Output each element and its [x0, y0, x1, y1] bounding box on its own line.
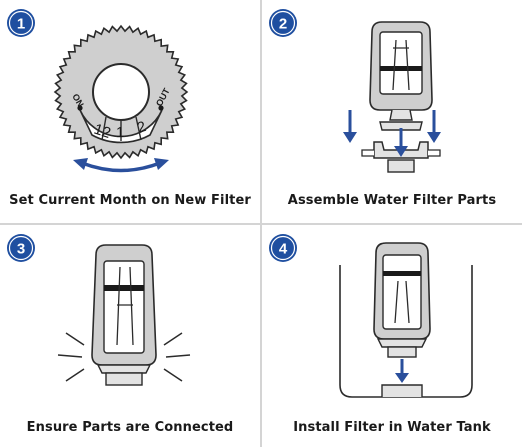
connect-spark-line [65, 368, 85, 382]
connect-spark-line [65, 332, 85, 346]
filter-band [104, 285, 144, 291]
step-1-panel: 12 1 2 ON OUT 1 Set Current Month on New… [0, 0, 260, 223]
down-arrow-right-head [427, 132, 441, 143]
step-number-badge: 4 [269, 234, 297, 262]
filter-nozzle [379, 121, 423, 131]
down-arrow-center-head [394, 146, 408, 157]
step-caption: Set Current Month on New Filter [9, 193, 251, 208]
step-caption: Assemble Water Filter Parts [287, 193, 497, 208]
dial-month-band [79, 109, 163, 144]
filter-inner-lines [394, 280, 410, 324]
filter-base-stem [105, 372, 143, 386]
rotate-arrow-right-head [154, 158, 169, 170]
dial-center-hole [92, 63, 150, 121]
down-arrow-left-head [343, 132, 357, 143]
connect-spark-line [165, 354, 191, 358]
connect-spark-line [57, 354, 83, 358]
assemble-filter-illustration [343, 21, 441, 173]
step-number-badge: 3 [7, 234, 35, 262]
rotate-arrow-curve [81, 161, 161, 173]
filter-base-stem [387, 346, 417, 358]
step-caption: Ensure Parts are Connected [26, 420, 234, 435]
step-number-badge: 2 [269, 9, 297, 37]
dial-segment-1: 1 [116, 124, 124, 141]
vertical-divider [260, 0, 262, 447]
step-2-panel: 2 Assemble Water Filter Parts [262, 0, 522, 223]
step-number: 2 [279, 16, 287, 33]
step-number: 1 [17, 16, 25, 33]
step-4-panel: 4 Install Filter in Water Tank [262, 225, 522, 447]
dial-on-dot [77, 105, 83, 111]
dial-segment-12: 12 [92, 121, 113, 142]
filter-inner-lines [116, 266, 134, 346]
filter-joint [376, 338, 428, 348]
connect-spark-line [163, 368, 183, 382]
filter-base-clips [361, 149, 441, 157]
step-number-badge: 1 [7, 9, 35, 37]
connected-filter-illustration [57, 244, 191, 386]
filter-window [379, 31, 423, 95]
filter-window [382, 254, 422, 330]
filter-window [103, 260, 145, 354]
install-filter-illustration [339, 242, 473, 398]
step-3-panel: 3 Ensure Parts are Connected [0, 225, 260, 447]
filter-dial-illustration: 12 1 2 ON OUT [53, 24, 189, 173]
down-arrow-head [395, 373, 409, 383]
connect-spark-line [163, 332, 183, 346]
step-number: 4 [279, 241, 288, 258]
segment-divider-1 [101, 116, 107, 141]
step-caption: Install Filter in Water Tank [293, 420, 491, 435]
filter-base-stem [387, 159, 415, 173]
rotate-arrow-left-head [73, 158, 88, 170]
segment-divider-3 [135, 116, 142, 141]
tank-filter-socket [381, 384, 423, 397]
step-number: 3 [17, 241, 25, 258]
filter-band [383, 271, 421, 276]
filter-band [380, 66, 422, 71]
filter-inner-lines [392, 39, 410, 91]
filter-joint [96, 364, 152, 374]
filter-neck [389, 109, 413, 121]
dial-out-dot [158, 105, 164, 111]
